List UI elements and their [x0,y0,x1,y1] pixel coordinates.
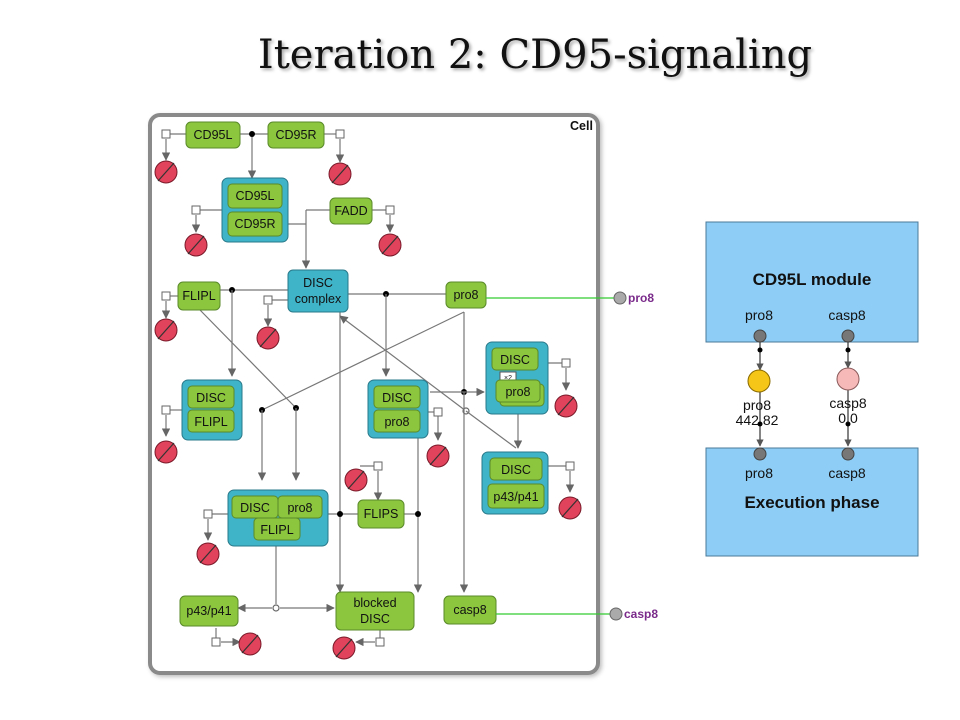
degradation-icon [184,233,208,257]
execution-phase-title: Execution phase [744,493,879,512]
bottom-port-casp8-label: casp8 [828,465,866,481]
svg-text:DISC: DISC [196,391,226,405]
species-casp8[interactable]: casp8 [443,595,497,625]
species-pro8[interactable]: pro8 [445,281,487,309]
bottom-port-pro8-label: pro8 [745,465,773,481]
degradation-icon [256,326,280,350]
complex-disc-p43-p41[interactable]: DISC p43/p41 [481,451,549,515]
svg-text:complex: complex [295,292,342,306]
species-flips[interactable]: FLIPS [357,499,405,529]
execution-phase-box[interactable] [705,447,919,557]
degradation-icon [154,318,178,342]
top-port-pro8-node[interactable] [753,329,767,343]
top-port-casp8-node[interactable] [841,329,855,343]
bottom-port-casp8-node[interactable] [841,447,855,461]
species-cd95l[interactable]: CD95L [185,121,241,149]
svg-text:DISC: DISC [501,463,531,477]
degradation-icon [238,632,262,656]
pro8-port-label: pro8 [628,291,654,305]
slide-title: Iteration 2: CD95-signaling [257,32,813,78]
complex-cd95l-cd95r[interactable]: CD95L CD95R [221,177,289,243]
svg-text:pro8: pro8 [384,415,409,429]
svg-text:×2: ×2 [504,375,512,382]
svg-text:p43/p41: p43/p41 [186,604,231,618]
degradation-icon [332,636,356,660]
casp8-node-label: casp8 [829,395,867,411]
degradation-icon [344,468,368,492]
svg-text:DISC: DISC [240,501,270,515]
top-port-pro8-label: pro8 [745,307,773,323]
svg-text:FADD: FADD [334,204,367,218]
degradation-icon [426,444,450,468]
svg-text:pro8: pro8 [453,288,478,302]
species-fadd[interactable]: FADD [329,197,373,225]
degradation-icon [154,440,178,464]
svg-text:FLIPS: FLIPS [364,507,399,521]
species-nodes: CD95L CD95R CD95L CD95R FADD FLIPL DISC [177,121,549,631]
svg-text:pro8: pro8 [505,385,530,399]
svg-text:DISC: DISC [500,353,530,367]
degradation-icon [378,233,402,257]
reaction-nodes [161,129,575,647]
svg-text:DISC: DISC [303,276,333,290]
degradation-symbols [154,160,582,660]
casp8-port-node[interactable] [609,607,623,621]
svg-text:DISC: DISC [360,612,390,626]
svg-text:FLIPL: FLIPL [194,415,227,429]
pro8-node-value: 442.82 [736,412,779,428]
svg-text:FLIPL: FLIPL [260,523,293,537]
svg-text:blocked: blocked [353,596,396,610]
pro8-port-node[interactable] [613,291,627,305]
complex-disc-pro8-flipl[interactable]: DISC pro8 FLIPL [227,489,329,547]
degradation-icon [154,160,178,184]
svg-text:casp8: casp8 [453,603,486,617]
svg-text:CD95R: CD95R [235,217,276,231]
svg-text:CD95R: CD95R [276,128,317,142]
pro8-node[interactable] [747,369,771,393]
species-cd95r[interactable]: CD95R [267,121,325,149]
degradation-icon [558,496,582,520]
svg-text:DISC: DISC [382,391,412,405]
svg-text:CD95L: CD95L [194,128,233,142]
casp8-node-value: 0.0 [838,410,858,426]
degradation-icon [328,162,352,186]
degradation-icon [196,542,220,566]
cell-compartment-label: Cell [570,119,593,133]
svg-text:FLIPL: FLIPL [182,289,215,303]
casp8-node[interactable] [836,367,860,391]
species-blocked-disc[interactable]: blocked DISC [335,591,415,631]
svg-text:p43/p41: p43/p41 [493,490,538,504]
top-port-casp8-label: casp8 [828,307,866,323]
svg-text:CD95L: CD95L [236,189,275,203]
complex-disc-pro8-dimer[interactable]: DISC ×2 pro8 [485,341,549,415]
bottom-port-pro8-node[interactable] [753,447,767,461]
svg-text:pro8: pro8 [287,501,312,515]
complex-disc-pro8[interactable]: DISC pro8 [367,379,429,439]
pro8-node-label: pro8 [743,397,771,413]
species-p43-p41[interactable]: p43/p41 [179,595,239,627]
degradation-icon [554,394,578,418]
complex-disc-flipl[interactable]: DISC FLIPL [181,379,243,441]
casp8-port-label: casp8 [624,607,658,621]
module-panel: CD95L module pro8 casp8 pro8 casp8 Execu… [705,221,919,557]
species-flipl[interactable]: FLIPL [177,281,221,311]
species-disc-complex[interactable]: DISC complex [287,269,349,313]
cd95l-module-box[interactable] [705,221,919,343]
cd95l-module-title: CD95L module [753,270,872,289]
